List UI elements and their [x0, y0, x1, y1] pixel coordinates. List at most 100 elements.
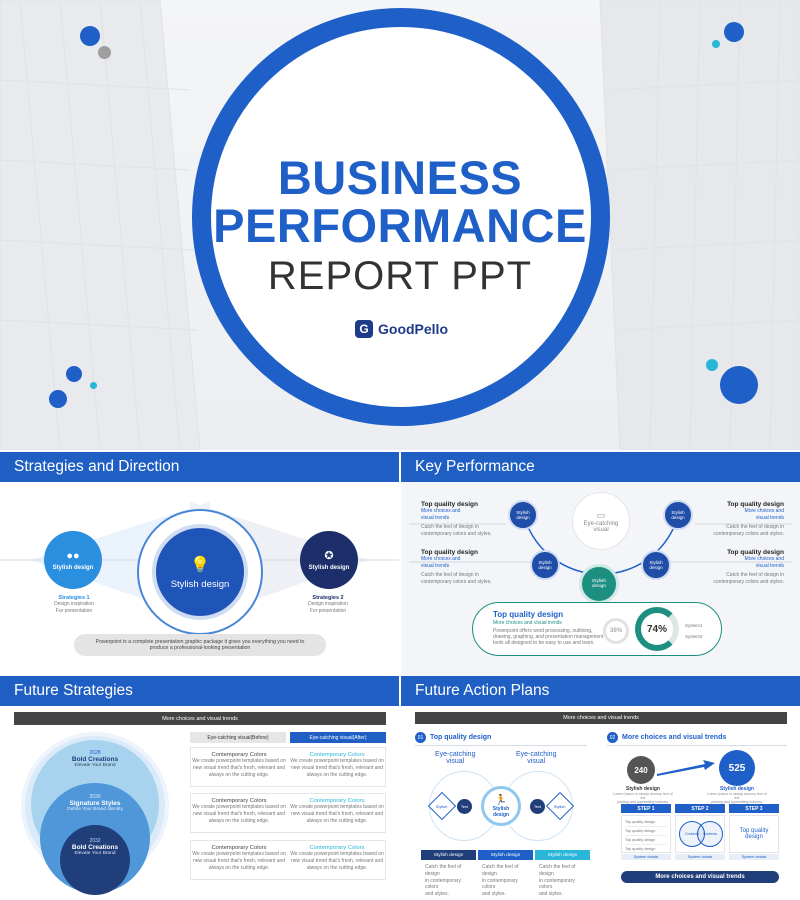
step-body: Catch the feel of design in contemporary… — [425, 864, 475, 898]
kp-block-body: Catch the feel of design in — [726, 524, 784, 530]
center-label: Stylish design — [170, 578, 230, 590]
row-body: new visual trend that's fresh, relevant … — [290, 857, 384, 864]
card-sub: More choices and visual trends — [493, 620, 562, 626]
left-drop: ●● Stylish design — [44, 531, 102, 589]
caption-line: Powerpoint is a complete presentation gr… — [95, 639, 305, 645]
center-text: design — [492, 811, 510, 818]
value-label-body: Lorem Ipsum is simply dummy text of the — [707, 792, 767, 800]
kp-block: Top quality design More choices and visu… — [421, 501, 501, 538]
value-label-body: Lorem Ipsum is simply dummy text of the — [613, 792, 673, 800]
section1-header: 01 Top quality design — [415, 732, 491, 743]
circle-desc: Define Your Brand Identity — [67, 807, 123, 812]
steps-arrow-bar: Stylish design Stylish design Stylish de… — [421, 850, 590, 860]
row-body: We create powerpoint templates based on — [290, 851, 384, 857]
step-body-line: in contemporary colors — [539, 877, 575, 891]
strategy1-line: Design inspiration — [54, 601, 94, 607]
kp-block-body: contemporary colors and styles. — [713, 578, 784, 585]
node-text: design — [538, 565, 552, 570]
kp-block: Top quality design More choices and visu… — [421, 549, 501, 586]
donut-big: 74% — [635, 607, 679, 651]
node-text: design — [671, 515, 685, 520]
right-drop-label: Stylish design — [308, 565, 350, 571]
node-text: design — [516, 515, 530, 520]
step3-text: design — [745, 834, 763, 840]
value-label: Stylish design Lorem Ipsum is simply dum… — [613, 786, 673, 804]
logo-text: GoodPello — [378, 321, 448, 337]
kp-block-body: contemporary colors and styles. — [421, 578, 492, 585]
center-text: visual — [593, 526, 609, 533]
panel-title: Key Performance — [401, 452, 800, 482]
row-body: always on the cutting edge. — [306, 864, 368, 871]
eye-text: visual — [446, 758, 465, 765]
donut-small: 38% — [603, 618, 629, 644]
text-node: Text — [457, 799, 472, 814]
trends-bar: More choices and visual trends — [415, 712, 787, 724]
row-body: We create powerpoint templates based on — [192, 851, 286, 857]
caption-line: produce a professional-looking presentat… — [149, 645, 251, 651]
card-body: tools all designed to be easy to use and… — [493, 640, 595, 646]
right-drop: ✪ Stylish design — [300, 531, 358, 589]
step-body-line: Catch the feel of design — [425, 864, 462, 877]
row-title: Contemporary Colors — [211, 845, 267, 851]
circle-name: Bold Creations — [71, 756, 119, 763]
eye-text: visual — [527, 758, 546, 765]
bottom-bar: More choices and visual trends — [621, 871, 779, 883]
nested-circle-3 — [60, 825, 130, 895]
title-line1: BUSINESS — [277, 151, 523, 204]
arrow-step: Stylish design — [478, 850, 533, 860]
system-details: System details — [675, 854, 725, 860]
row-body: new visual trend that's fresh, relevant … — [192, 764, 286, 771]
step1-list: Top quality design Top quality design To… — [621, 815, 671, 853]
value-label-body: printing and typesetting industry. — [711, 800, 763, 804]
node-text: Stylish — [436, 803, 448, 809]
center-text: Eye-catching — [583, 520, 619, 527]
row-title: Contemporary Colors — [211, 752, 267, 758]
kp-block-body: Catch the feel of design in — [726, 572, 784, 578]
value-label-title: Stylish design — [720, 786, 754, 792]
binoculars-icon: ●● — [66, 549, 80, 562]
row-body: always on the cutting edge. — [208, 817, 270, 824]
legend: System1 System2 — [685, 623, 703, 639]
performance-card: Top quality design More choices and visu… — [472, 602, 722, 656]
kp-block-sub: visual trends — [421, 562, 450, 569]
arrow-step: Stylish design — [421, 850, 476, 860]
kp-block-sub: visual trends — [755, 514, 784, 521]
kp-block-sub: More choices and — [421, 556, 461, 562]
node-text: Stylish — [649, 560, 663, 565]
kp-block-title: Top quality design — [727, 549, 784, 556]
compare-row: Contemporary Colors We create powerpoint… — [190, 840, 386, 880]
donut-big-value: 74% — [646, 623, 667, 635]
circle-label: 2030 Signature Styles Define Your Brand … — [50, 794, 140, 812]
panel-strategies: Strategies and Direction ●● Stylish desi… — [0, 452, 399, 676]
col-before: Eye-catching visual(Before) — [190, 732, 286, 743]
step-body-line: and styles. — [482, 891, 506, 897]
caption-pill: Powerpoint is a complete presentation gr… — [74, 634, 326, 656]
kp-block-body: Catch the feel of design in — [421, 572, 479, 578]
panel-title: Future Action Plans — [401, 676, 800, 706]
step2-venn: Contents Contents — [675, 815, 725, 853]
step3-box: Top quality design — [729, 815, 779, 853]
step-body-line: Catch the feel of design — [539, 864, 576, 877]
card-title: Top quality design — [493, 610, 564, 619]
legend-item: System1 — [685, 623, 703, 628]
deco-dot — [712, 40, 720, 48]
node-text: Stylish — [538, 560, 552, 565]
divider — [607, 745, 787, 746]
kp-block-body: contemporary colors and styles. — [713, 530, 784, 537]
col-after: Eye-catching visual(After) — [290, 732, 386, 743]
text-node: Text — [530, 799, 545, 814]
compare-row: Contemporary Colors We create powerpoint… — [190, 747, 386, 787]
card-body: Powerpoint offers word processing, outli… — [493, 628, 593, 634]
runner-icon: 🏃 — [494, 794, 508, 806]
system-details: System details — [729, 854, 779, 860]
row-title: Contemporary Colors — [211, 798, 267, 804]
eye-label: Eye-catching visual — [516, 751, 556, 765]
row-body: always on the cutting edge. — [208, 771, 270, 778]
node-text: Stylish — [554, 803, 566, 809]
title-line2: PERFORMANCE — [213, 199, 587, 252]
kp-block-title: Top quality design — [727, 501, 784, 508]
strategy2-line: For presentation — [309, 607, 347, 614]
panel-future-action-plans: Future Action Plans More choices and vis… — [401, 676, 800, 900]
medal-icon: ✪ — [324, 550, 334, 562]
